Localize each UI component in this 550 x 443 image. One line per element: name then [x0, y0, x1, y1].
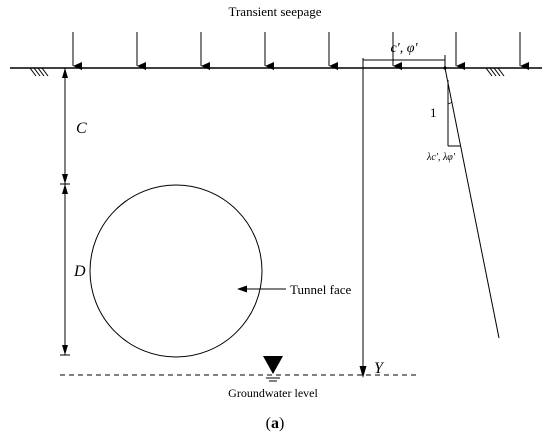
- strength-params-label: c′, φ′: [390, 41, 418, 56]
- slope-vertical-label: 1: [430, 105, 437, 120]
- title: Transient seepage: [228, 4, 321, 19]
- ground-hatch-right: [485, 67, 505, 77]
- strength-profile-line: [444, 67, 500, 339]
- groundwater-marker: [263, 356, 283, 374]
- cover-depth-label: C: [76, 120, 87, 137]
- slope-horizontal-label: λc′, λφ′: [426, 152, 456, 163]
- y-axis-label: Y: [374, 360, 385, 377]
- slope-angle-arc: [447, 101, 453, 105]
- ground-hatch-left: [29, 67, 49, 77]
- panel-label: (a): [266, 415, 285, 432]
- groundwater-label: Groundwater level: [228, 386, 318, 400]
- y-axis-arrowhead: [359, 366, 367, 378]
- diameter-label: D: [73, 263, 86, 280]
- tunnel-face-arrowhead: [237, 285, 247, 293]
- dimension-line: [60, 67, 70, 356]
- tunnel-face-circle: [89, 184, 263, 358]
- tunnel-face-label: Tunnel face: [290, 282, 351, 297]
- seepage-arrows: [72, 32, 529, 70]
